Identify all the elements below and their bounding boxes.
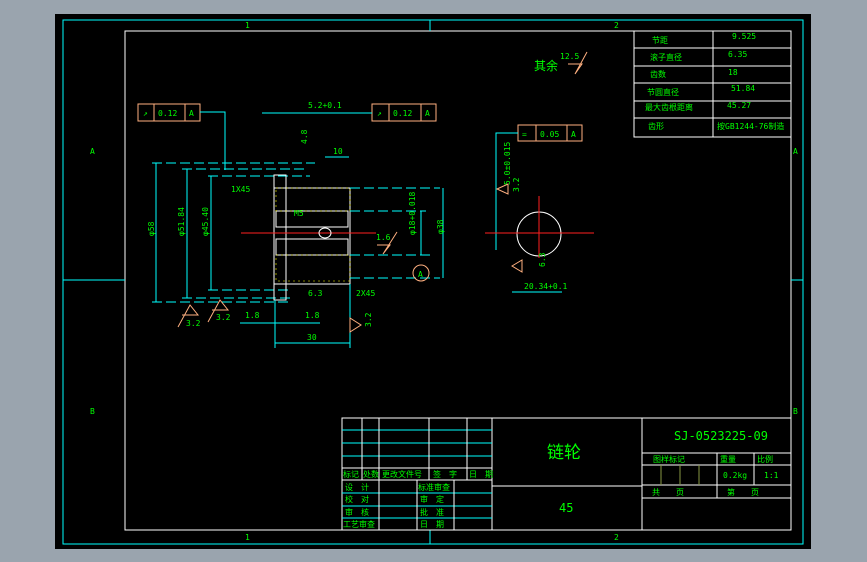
side-tol-datum: A [571, 130, 576, 139]
sign-row-label: 审 核 [345, 507, 369, 517]
param-label: 节圆直径 [647, 87, 679, 97]
datum-a-marker [412, 264, 430, 282]
side-roughness-6-3: 6.3 [538, 252, 547, 267]
param-label: 节距 [652, 36, 668, 45]
dim-bore: φ18+0.018 [408, 191, 417, 235]
runout-icon: ↗ [143, 109, 148, 118]
roughness-3-2-a: 3.2 [186, 319, 201, 328]
roughness-note-label: 其余 [534, 58, 558, 73]
sign-row-label: 工艺审查 [343, 519, 375, 529]
sign-row-label: 校 对 [345, 494, 369, 504]
header-weight: 重量 [720, 454, 736, 464]
zone-row-a-left: A [90, 147, 95, 156]
dim-length: 30 [307, 333, 317, 342]
param-label: 滚子直径 [650, 52, 682, 62]
dim-thread-m5: M5 [294, 209, 304, 218]
roughness-6-3: 6.3 [308, 289, 323, 298]
tol-right-value: 0.12 [393, 109, 412, 118]
outer-border [62, 19, 804, 545]
header-stage: 图样标记 [653, 454, 685, 464]
rev-header: 处数 [363, 469, 379, 479]
zone-row-b-right: B [793, 407, 798, 416]
dim-chamfer-1x45: 1X45 [231, 185, 250, 194]
dim-keyway-depth: 20.34+0.1 [524, 282, 568, 291]
zone-row-b-left: B [90, 407, 95, 416]
side-tol-value: 0.05 [540, 130, 559, 139]
param-label: 最大齿根距离 [645, 102, 693, 112]
param-label: 齿形 [648, 122, 664, 131]
header-scale: 比例 [757, 454, 773, 464]
roughness-3-2-b: 3.2 [216, 313, 231, 322]
symmetry-icon: = [522, 130, 527, 139]
sign-row-label: 标准审查 [418, 482, 450, 492]
roughness-1-6: 1.6 [376, 233, 391, 242]
dim-keyway: 5.0±0.015 [503, 141, 512, 185]
dim-d-hub: φ38 [436, 219, 445, 234]
param-value: 18 [728, 68, 738, 77]
sign-row-label: 批 准 [420, 507, 444, 517]
roughness-3-2-c: 3.2 [364, 312, 373, 327]
tol-left-datum: A [189, 109, 194, 118]
zone-col-1-bottom: 1 [245, 533, 250, 542]
scale-value: 1:1 [764, 471, 779, 480]
param-value: 45.27 [727, 101, 751, 110]
tol-left-value: 0.12 [158, 109, 177, 118]
sign-row-label: 审 定 [420, 494, 444, 504]
drawing-background [55, 14, 811, 549]
main-section-view: ↗ 0.12 A ↗ 0.12 A 5.2+0.1 4.8 10 φ58 φ51… [137, 101, 445, 348]
part-name: 链轮 [547, 443, 581, 463]
zone-col-2-bottom: 2 [614, 533, 619, 542]
side-roughness-3-2: 3.2 [512, 177, 521, 192]
weight-value: 0.2kg [723, 471, 747, 480]
param-value: 9.525 [732, 32, 756, 41]
rev-header: 标记 [343, 469, 359, 479]
param-label: 齿数 [650, 69, 666, 79]
zone-col-1-top: 1 [245, 21, 250, 30]
dim-depth: 4.8 [300, 129, 309, 144]
param-value: 按GB1244-76制造 [717, 121, 784, 131]
rev-header: 日 期 [469, 470, 493, 479]
dim-d-root: φ45.40 [201, 207, 210, 236]
param-value: 6.35 [728, 50, 747, 59]
side-view: = 0.05 A 5.0±0.015 3.2 6.3 20.34+0.1 [485, 124, 594, 293]
datum-a-label: A [418, 270, 423, 279]
sign-row-label: 日 期 [420, 520, 444, 529]
param-value: 51.84 [731, 84, 755, 93]
dim-edge-1-8-b: 1.8 [305, 311, 320, 320]
dim-d-pitch: φ51.84 [177, 207, 186, 236]
dim-d-outer: φ58 [147, 221, 156, 236]
roughness-note-value: 12.5 [560, 52, 579, 61]
dim-keyway-width: 5.2+0.1 [308, 101, 342, 110]
roughness-symbol-icon [568, 51, 588, 75]
zone-col-2-top: 2 [614, 21, 619, 30]
material: 45 [559, 501, 573, 515]
title-block: 标记 处数 更改文件号 签 字 日 期 设 计 校 对 审 核 工艺审查 标准审… [341, 417, 792, 531]
rev-header: 签 字 [433, 469, 457, 479]
page-number: 第 页 [727, 487, 759, 497]
runout-icon: ↗ [377, 109, 382, 118]
total-pages: 共 页 [652, 488, 684, 497]
drawing-number: SJ-0523225-09 [674, 429, 768, 443]
params-table: 节距 9.525 滚子直径 6.35 齿数 18 节圆直径 51.84 最大齿根… [633, 30, 792, 138]
tol-right-datum: A [425, 109, 430, 118]
sign-row-label: 设 计 [345, 482, 369, 492]
dim-hub: 10 [333, 147, 343, 156]
rev-header: 更改文件号 [382, 469, 422, 479]
dim-edge-1-8-a: 1.8 [245, 311, 260, 320]
dim-chamfer-2x45: 2X45 [356, 289, 375, 298]
zone-row-a-right: A [793, 147, 798, 156]
